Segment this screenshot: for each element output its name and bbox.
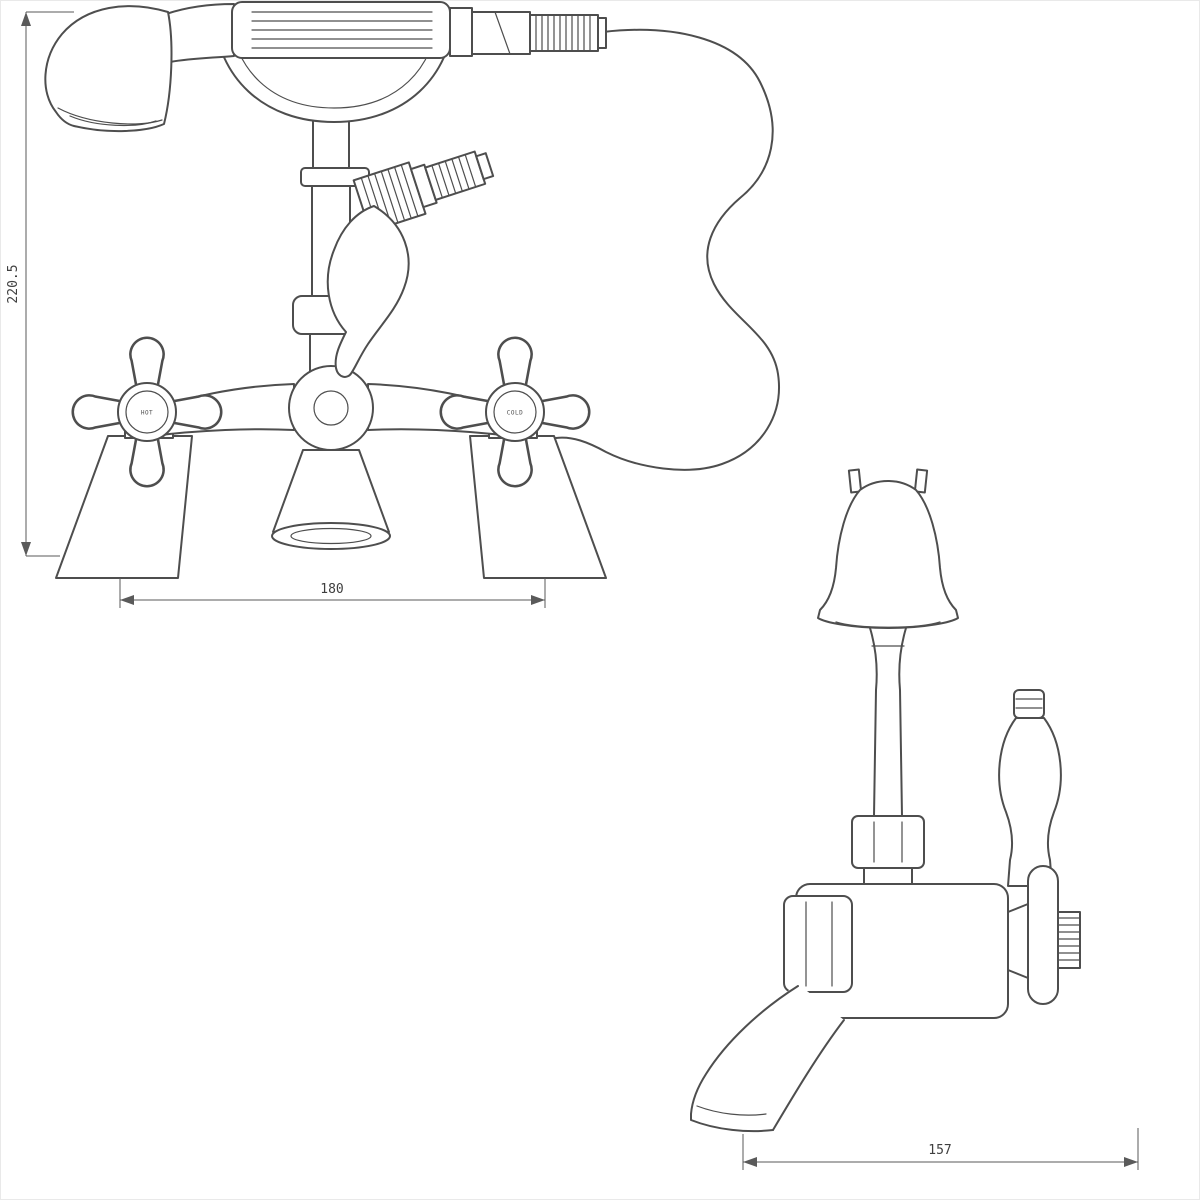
front-view: HOT COLD	[6, 1, 780, 608]
shower-handset	[44, 1, 607, 133]
dimension-side-width: 157	[742, 1128, 1139, 1170]
shower-head	[44, 5, 173, 133]
handset-neck	[165, 3, 235, 63]
side-view: 157	[690, 468, 1139, 1170]
diverter-hub	[288, 365, 374, 451]
spout	[271, 449, 391, 550]
side-spout	[690, 984, 845, 1133]
dimension-height-label: 220.5	[6, 264, 21, 303]
hot-handle: HOT	[71, 336, 223, 488]
side-lever-handle	[998, 689, 1062, 887]
dimension-side-width-label: 157	[928, 1143, 951, 1158]
handset-holder-bell	[817, 468, 959, 885]
cold-label: COLD	[507, 410, 523, 417]
side-union-nut	[783, 895, 853, 993]
cold-handle: COLD	[439, 336, 591, 488]
side-cross-handle	[1007, 865, 1081, 1005]
dimension-height: 220.5	[6, 11, 74, 557]
diverter-lever	[326, 205, 410, 378]
dimension-width-label: 180	[320, 582, 343, 597]
hose-connector	[529, 14, 599, 52]
hot-label: HOT	[141, 410, 153, 417]
dimension-width: 180	[119, 578, 546, 608]
shower-hose	[555, 28, 780, 471]
